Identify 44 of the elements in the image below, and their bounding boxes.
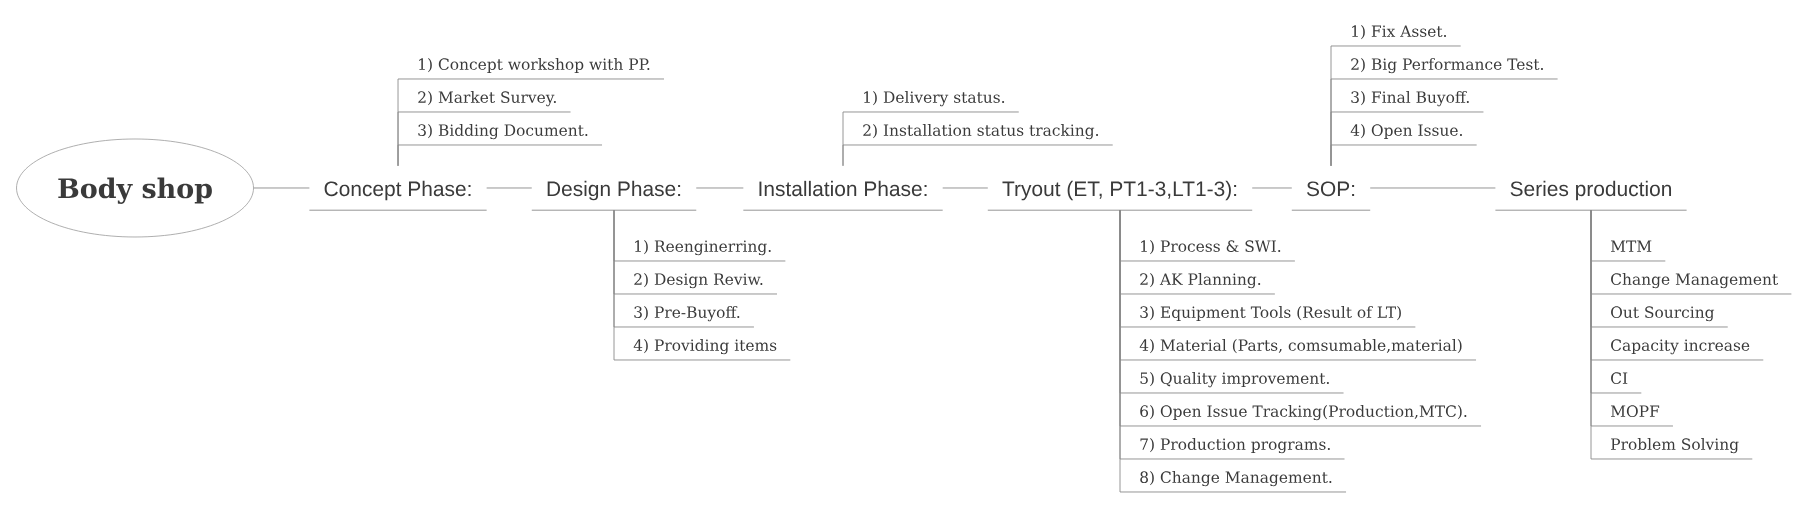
underlined-list-item: 1) Process & SWI. xyxy=(1119,240,1296,262)
underlined-list-item: 3) Bidding Document. xyxy=(397,124,603,146)
underlined-list-item: 2) Market Survey. xyxy=(397,91,571,113)
underlined-heading: Series production xyxy=(1494,180,1688,211)
underlined-list-item: 1) Fix Asset. xyxy=(1330,25,1462,47)
connector-line xyxy=(397,144,399,167)
underlined-list-item: 2) Design Reviw. xyxy=(613,273,778,295)
connector-line xyxy=(1330,144,1332,167)
connector-line xyxy=(842,144,844,167)
underlined-list-item: 1) Delivery status. xyxy=(842,91,1020,113)
underlined-list-item: 2) AK Planning. xyxy=(1119,273,1276,295)
underlined-list-item: CI xyxy=(1590,372,1642,394)
underlined-list-item: 3) Final Buyoff. xyxy=(1330,91,1484,113)
underlined-list-item: 4) Providing items xyxy=(613,339,791,361)
underlined-list-item: 1) Concept workshop with PP. xyxy=(397,58,665,80)
underlined-heading: Design Phase: xyxy=(531,180,697,211)
underlined-list-item: Capacity increase xyxy=(1590,339,1764,361)
underlined-list-item: 7) Production programs. xyxy=(1119,438,1345,460)
underlined-heading: Installation Phase: xyxy=(742,180,944,211)
connector-line xyxy=(613,209,615,361)
underlined-heading: SOP: xyxy=(1291,181,1371,211)
underlined-list-item: 5) Quality improvement. xyxy=(1119,372,1344,394)
connector-line xyxy=(1369,187,1496,189)
underlined-list-item: 1) Reenginerring. xyxy=(613,240,786,262)
underlined-list-item: 4) Material (Parts, comsumable,material) xyxy=(1119,339,1477,361)
underlined-list-item: 8) Change Management. xyxy=(1119,471,1347,493)
underlined-list-item: 3) Equipment Tools (Result of LT) xyxy=(1119,306,1416,328)
underlined-list-item: Problem Solving xyxy=(1590,438,1753,460)
underlined-heading: Concept Phase: xyxy=(308,180,488,211)
underlined-list-item: MTM xyxy=(1590,240,1666,262)
connector-line xyxy=(486,187,533,189)
underlined-heading: Tryout (ET, PT1-3,LT1-3): xyxy=(987,180,1253,211)
underlined-list-item: Change Management xyxy=(1590,273,1792,295)
connector-line xyxy=(942,187,989,189)
underlined-list-item: 3) Pre-Buyoff. xyxy=(613,306,755,328)
connector-line xyxy=(695,187,744,189)
connector-line xyxy=(1251,187,1293,189)
underlined-list-item: 4) Open Issue. xyxy=(1330,124,1478,146)
connector-line xyxy=(253,187,310,189)
underlined-list-item: 6) Open Issue Tracking(Production,MTC). xyxy=(1119,405,1482,427)
underlined-list-item: 2) Installation status tracking. xyxy=(842,124,1114,146)
underlined-list-item: 2) Big Performance Test. xyxy=(1330,58,1559,80)
underlined-list-item: MOPF xyxy=(1590,405,1674,427)
underlined-list-item: Out Sourcing xyxy=(1590,306,1729,328)
